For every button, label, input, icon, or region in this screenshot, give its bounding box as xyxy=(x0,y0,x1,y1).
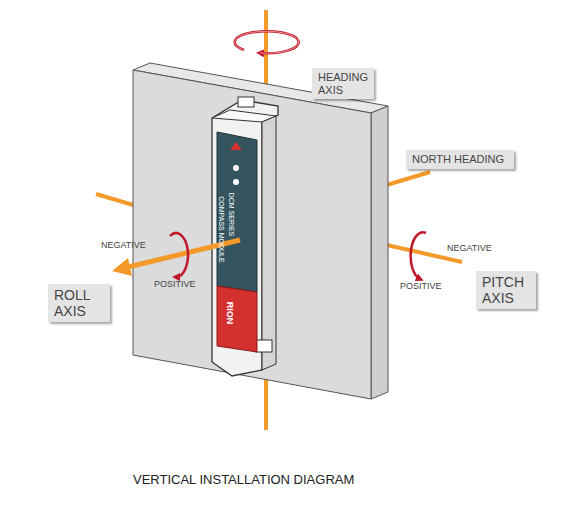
axis-label: HEADING AXIS xyxy=(318,71,368,96)
mount-tab xyxy=(238,97,254,107)
mount-tab xyxy=(256,340,272,352)
rotation-arrow xyxy=(235,31,299,53)
module-face xyxy=(217,132,257,292)
caption: VERTICAL INSTALLATION DIAGRAM xyxy=(133,472,354,487)
axis-label: ROLL AXIS xyxy=(54,287,104,319)
module-housing xyxy=(212,100,278,376)
brand-logo: RION xyxy=(225,302,235,325)
axis-label: NORTH HEADING xyxy=(412,153,508,166)
module-side xyxy=(262,116,276,370)
module-red-panel xyxy=(217,286,257,352)
plate-front xyxy=(133,70,371,399)
rotation-highlight xyxy=(235,31,299,53)
rotation-arrow xyxy=(411,232,426,279)
direction-label: POSITIVE xyxy=(154,279,196,289)
arrow-icon xyxy=(230,142,242,150)
rotation-arrow xyxy=(170,233,188,277)
axis-label: PITCH AXIS xyxy=(482,274,530,306)
plate-side xyxy=(371,106,388,399)
axis-label-box: NORTH HEADING xyxy=(406,150,514,169)
icon xyxy=(233,179,239,185)
axis-label-box: ROLL AXIS xyxy=(48,284,110,322)
direction-label: NEGATIVE xyxy=(447,243,492,253)
direction-label: POSITIVE xyxy=(400,281,442,291)
direction-label: NEGATIVE xyxy=(101,240,146,250)
axis-label-box: PITCH AXIS xyxy=(476,271,536,309)
axis-label-box: HEADING AXIS xyxy=(312,68,374,99)
roll-arrowhead xyxy=(112,258,132,276)
module-text: COMPASS MODULE xyxy=(217,196,224,262)
module-text: DCM SERIES xyxy=(229,192,236,236)
icon xyxy=(233,165,239,171)
